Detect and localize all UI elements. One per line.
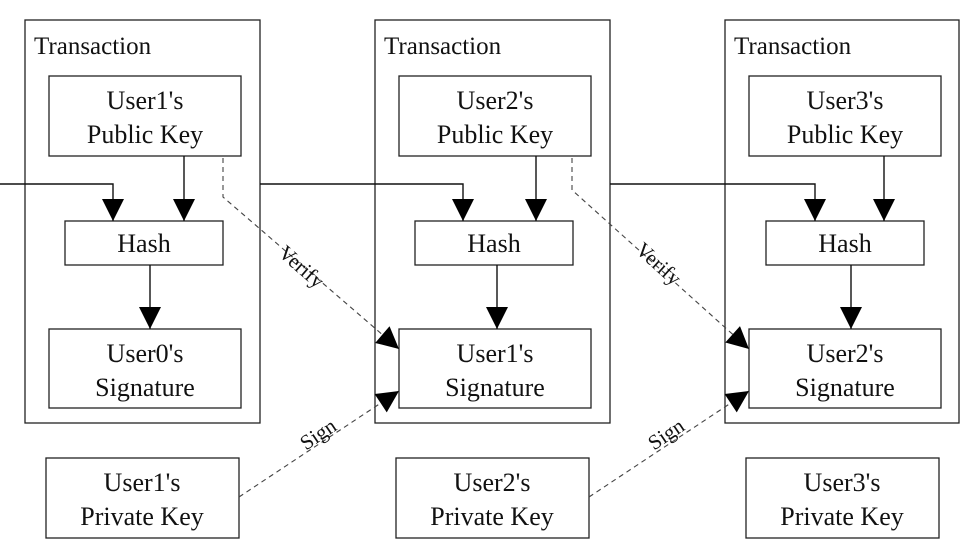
private-key-label: Private Key <box>780 502 903 531</box>
public-key-owner: User1's <box>107 86 184 115</box>
hash-box <box>64 220 224 266</box>
prev-tx-to-hash-arrow <box>0 183 124 221</box>
private-key-owner: User1's <box>104 468 181 497</box>
signature-owner: User0's <box>107 339 184 368</box>
private-key-1: User1's Private Key <box>45 457 240 539</box>
public-key-label: Public Key <box>87 120 203 149</box>
sign-label-2: Sign <box>643 413 689 455</box>
verify-arrow-2 <box>571 158 750 350</box>
private-key-2: User2's Private Key <box>395 457 590 539</box>
signature-box <box>48 328 242 409</box>
transaction-2: Transaction User2's Public Key Hash User… <box>260 19 611 424</box>
transaction-title: Transaction <box>734 33 852 60</box>
hash-label: Hash <box>818 229 871 258</box>
public-key-box <box>48 75 242 157</box>
transaction-title: Transaction <box>384 33 502 60</box>
hash-label: Hash <box>117 229 170 258</box>
private-key-box <box>45 457 240 539</box>
public-key-box <box>398 75 592 157</box>
signature-owner: User2's <box>807 339 884 368</box>
verify-label-2: Verify <box>631 237 686 290</box>
transaction-3: Transaction User3's Public Key Hash User… <box>610 19 960 424</box>
signature-label: Signature <box>795 373 895 402</box>
public-key-owner: User2's <box>457 86 534 115</box>
hash-box <box>765 220 925 266</box>
verify-arrow-1 <box>222 158 400 350</box>
private-key-owner: User3's <box>804 468 881 497</box>
sign-label-1: Sign <box>295 413 341 455</box>
sign-arrow-2 <box>588 390 750 498</box>
sign-arrow-1 <box>238 390 400 498</box>
private-key-box <box>745 457 940 539</box>
prev-tx-to-hash-arrow <box>610 183 826 221</box>
hash-box <box>414 220 574 266</box>
transaction-frame <box>24 19 261 424</box>
signature-box <box>398 328 592 409</box>
verify-label-1: Verify <box>274 240 330 293</box>
public-key-label: Public Key <box>787 120 903 149</box>
private-key-owner: User2's <box>454 468 531 497</box>
transaction-frame <box>374 19 611 424</box>
private-key-3: User3's Private Key <box>745 457 940 539</box>
hash-label: Hash <box>467 229 520 258</box>
transaction-title: Transaction <box>34 33 152 60</box>
public-key-owner: User3's <box>807 86 884 115</box>
private-key-label: Private Key <box>80 502 203 531</box>
transaction-1: Transaction User1's Public Key Hash User… <box>0 19 261 424</box>
signature-label: Signature <box>95 373 195 402</box>
public-key-label: Public Key <box>437 120 553 149</box>
transaction-frame <box>724 19 960 424</box>
prev-tx-to-hash-arrow <box>260 183 474 221</box>
signature-box <box>748 328 942 409</box>
private-key-label: Private Key <box>430 502 553 531</box>
signature-label: Signature <box>445 373 545 402</box>
public-key-box <box>748 75 942 157</box>
private-key-box <box>395 457 590 539</box>
signature-owner: User1's <box>457 339 534 368</box>
